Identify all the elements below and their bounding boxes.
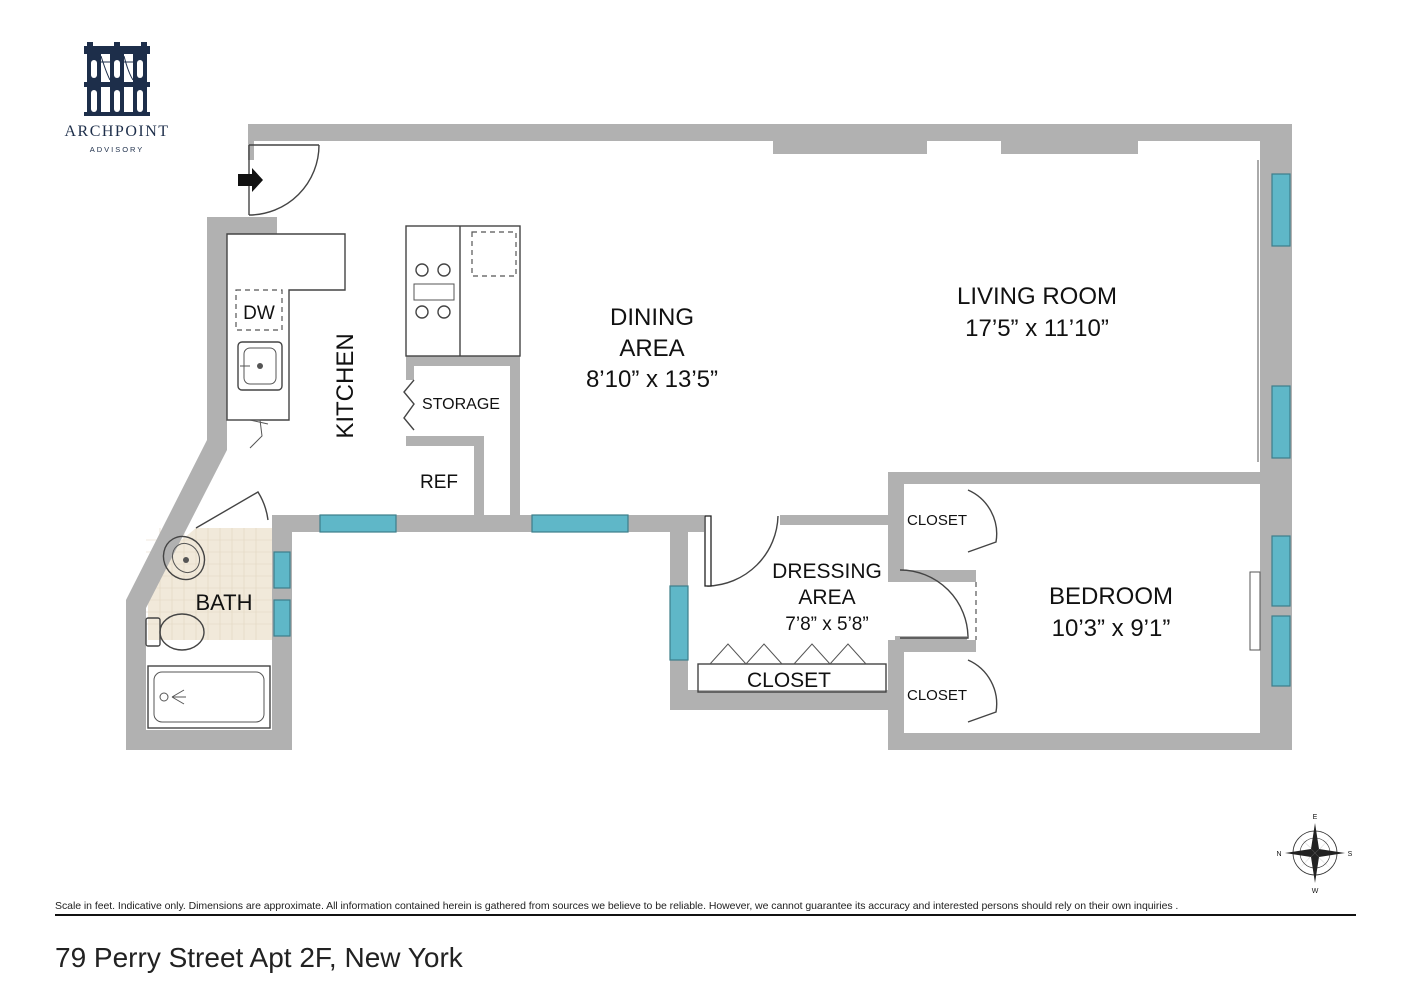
radiator	[1249, 571, 1261, 651]
compass-s: S	[1348, 851, 1353, 858]
property-address: 79 Perry Street Apt 2F, New York	[55, 942, 463, 973]
room-labels: LIVING ROOM 17’5” x 11’10” DINING AREA 8…	[195, 283, 1173, 704]
dressing-doors	[704, 489, 998, 723]
closet-lower-name: CLOSET	[907, 687, 967, 704]
entry-arrow-icon	[238, 168, 263, 192]
walls	[126, 124, 1292, 750]
ref-name: REF	[420, 472, 458, 493]
closet-upper-name: CLOSET	[907, 512, 967, 529]
brand-name: ARCHPOINT	[64, 123, 170, 140]
bedroom-dims: 10’3” x 9’1”	[1052, 615, 1171, 642]
closet-bifold-doors	[697, 643, 887, 693]
living-room-dims: 17’5” x 11’10”	[965, 315, 1109, 342]
footer-rule	[55, 914, 1356, 916]
dining-area-name-2: AREA	[619, 335, 684, 362]
closet-main-name: CLOSET	[747, 669, 831, 692]
brand-tagline: ADVISORY	[89, 145, 145, 154]
storage-door	[403, 379, 415, 431]
bridge-logo-icon	[84, 42, 150, 116]
compass-n: N	[1276, 851, 1281, 858]
disclaimer-text: Scale in feet. Indicative only. Dimensio…	[55, 900, 1179, 912]
dining-area-name-1: DINING	[610, 304, 694, 331]
windows	[273, 173, 1291, 687]
storage-name: STORAGE	[422, 396, 500, 413]
bath-fixtures	[145, 491, 271, 729]
dressing-area-name-2: AREA	[798, 586, 855, 609]
bedroom-name: BEDROOM	[1049, 583, 1173, 610]
living-room-name: LIVING ROOM	[957, 283, 1117, 310]
dressing-area-name-1: DRESSING	[772, 560, 882, 583]
compass-rose-icon: E W N S	[1276, 814, 1352, 895]
compass-w: W	[1312, 888, 1319, 895]
kitchen-name: KITCHEN	[332, 333, 359, 438]
compass-e: E	[1313, 814, 1318, 821]
bath-name: BATH	[195, 590, 252, 615]
kitchen-fixtures	[226, 225, 521, 449]
dw-name: DW	[243, 303, 275, 324]
dressing-area-dims: 7’8” x 5’8”	[785, 614, 868, 635]
dining-area-dims: 8’10” x 13’5”	[586, 366, 718, 393]
